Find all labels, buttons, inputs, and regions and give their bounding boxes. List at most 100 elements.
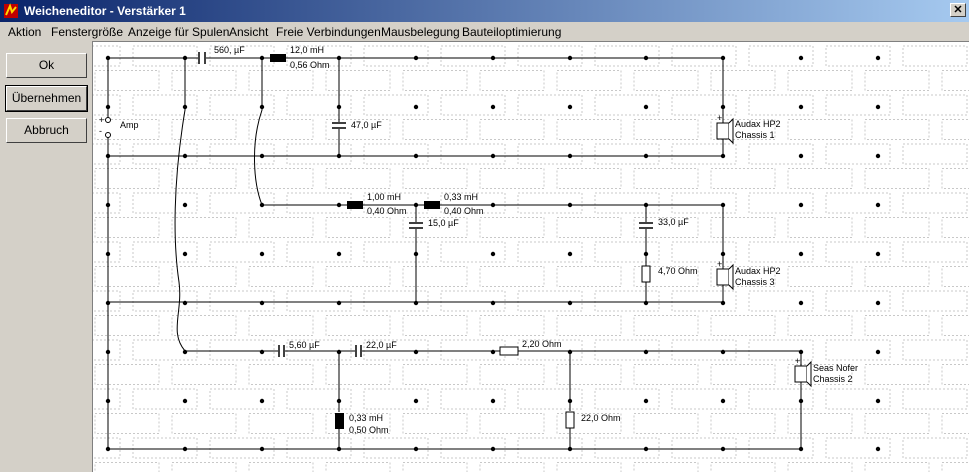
grid-slot: [209, 339, 275, 361]
grid-slot: [171, 119, 237, 140]
label-r220: 2,20 Ohm: [522, 339, 562, 349]
circuit-parts: [105, 52, 812, 429]
wires: [107, 57, 802, 450]
grid-node: [336, 251, 342, 257]
grid-slot: [132, 241, 198, 263]
grid-node: [875, 55, 881, 61]
grid-slot: [633, 168, 699, 189]
grid-slot: [633, 315, 699, 336]
speaker-chassis-3[interactable]: [716, 268, 730, 286]
grid-node: [567, 202, 573, 208]
grid-node: [798, 153, 804, 159]
grid-node: [105, 446, 111, 452]
grid-slot: [248, 70, 314, 91]
grid-slot: [94, 364, 160, 385]
grid-slot: [363, 437, 429, 459]
speaker-chassis-2[interactable]: [794, 365, 808, 383]
grid-slot: [902, 437, 968, 459]
grid-slot: [748, 290, 814, 312]
grid-slot: [209, 192, 275, 214]
grid-node: [798, 55, 804, 61]
menu-bauteiloptimierung[interactable]: Bauteiloptimierung: [462, 25, 562, 39]
inductor-l12[interactable]: [270, 54, 286, 62]
resistor-r470[interactable]: [641, 265, 651, 283]
grid-node: [336, 202, 342, 208]
menu-fenstergroesse[interactable]: Fenstergröße: [51, 25, 124, 39]
grid-slot: [440, 241, 506, 263]
resistor-r22[interactable]: [565, 411, 575, 429]
grid-slot: [594, 94, 660, 116]
label-r470: 4,70 Ohm: [658, 266, 698, 276]
grid-slot: [787, 413, 853, 434]
grid-slot: [825, 143, 891, 165]
grid-node: [413, 398, 419, 404]
grid-slot: [748, 94, 814, 116]
grid-node: [875, 300, 881, 306]
grid-slot: [209, 241, 275, 263]
grid-slot: [710, 119, 776, 140]
grid-slot: [94, 217, 160, 238]
ok-button[interactable]: Ok: [6, 53, 87, 78]
grid-node: [567, 300, 573, 306]
grid-slot: [93, 45, 121, 67]
grid-slot: [209, 290, 275, 312]
grid-node: [413, 251, 419, 257]
menu-freie-verbindungen[interactable]: Freie Verbindungen: [276, 25, 381, 39]
menu-aktion[interactable]: Aktion: [8, 25, 42, 39]
grid-slot: [402, 217, 468, 238]
close-icon[interactable]: ✕: [950, 3, 966, 17]
grid-slot: [710, 168, 776, 189]
grid-slot: [941, 70, 969, 91]
grid-slot: [633, 266, 699, 287]
resistor-r220[interactable]: [499, 346, 519, 356]
grid-slot: [864, 315, 930, 336]
inductor-l033b[interactable]: [335, 413, 344, 429]
menu-ansicht[interactable]: Ansicht: [229, 25, 269, 39]
grid-slot: [902, 290, 968, 312]
grid-node: [720, 398, 726, 404]
grid-slot: [93, 94, 121, 116]
grid-node: [259, 300, 265, 306]
grid-slot: [440, 290, 506, 312]
grid-slot: [209, 143, 275, 165]
grid-slot: [594, 143, 660, 165]
grid-node: [798, 398, 804, 404]
grid-slot: [325, 168, 391, 189]
apply-button[interactable]: Übernehmen: [5, 85, 88, 112]
label-speaker-1-plus: +: [717, 113, 722, 123]
label-l033b-resistance: 0,50 Ohm: [349, 425, 389, 435]
grid-slot: [286, 94, 352, 116]
grid-node: [413, 349, 419, 355]
grid-slot: [479, 119, 545, 140]
grid-slot: [402, 119, 468, 140]
grid-slot: [787, 168, 853, 189]
label-c22: 22,0 µF: [366, 340, 397, 350]
grid-node: [875, 202, 881, 208]
inductor-l033a[interactable]: [424, 201, 440, 209]
grid-slot: [94, 315, 160, 336]
grid-node: [490, 153, 496, 159]
menu-anzeige-spulen[interactable]: Anzeige für Spulen: [128, 25, 230, 39]
circuit-canvas[interactable]: 560, µF 12,0 mH 0,56 Ohm 47,0 µF 1,00 mH…: [92, 41, 969, 472]
menu-mausbelegung[interactable]: Mausbelegung: [381, 25, 460, 39]
grid-slot: [941, 413, 969, 434]
cancel-button[interactable]: Abbruch: [6, 118, 87, 143]
grid-node: [105, 398, 111, 404]
speaker-chassis-1[interactable]: [716, 122, 730, 140]
inductor-l100[interactable]: [347, 201, 363, 209]
grid-slot: [286, 290, 352, 312]
circuit-diagram[interactable]: 560, µF 12,0 mH 0,56 Ohm 47,0 µF 1,00 mH…: [93, 42, 969, 472]
grid-node: [490, 398, 496, 404]
grid-slot: [864, 119, 930, 140]
grid-slot: [748, 192, 814, 214]
label-amp-plus: +: [99, 115, 104, 125]
grid-slot: [325, 315, 391, 336]
grid-slot: [93, 241, 121, 263]
grid-slot: [248, 217, 314, 238]
grid-slot: [594, 45, 660, 67]
grid-slot: [209, 437, 275, 459]
label-speaker-3-plus: +: [717, 259, 722, 269]
grid-slot: [748, 437, 814, 459]
grid-slot: [671, 192, 737, 214]
label-c56: 5,60 µF: [289, 340, 320, 350]
